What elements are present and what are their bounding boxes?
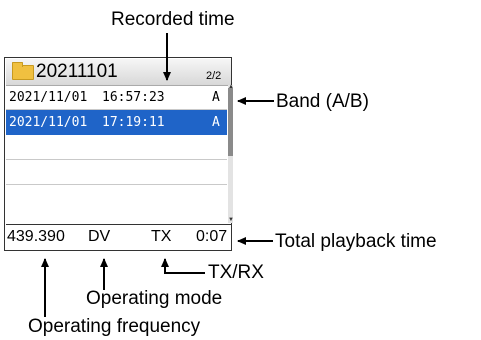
status-footer: 439.390 DV TX 0:07 xyxy=(6,224,231,250)
list-item[interactable]: 2021/11/01 16:57:23 A xyxy=(6,85,227,110)
folder-icon xyxy=(12,62,34,80)
label-txrx: TX/RX xyxy=(208,262,264,283)
operating-mode: DV xyxy=(88,228,111,245)
record-date: 2021/11/01 xyxy=(9,90,88,105)
playback-time: 0:07 xyxy=(196,228,228,245)
label-total-playback-time: Total playback time xyxy=(275,231,437,252)
scroll-up-icon[interactable]: ▲ xyxy=(228,84,234,90)
page-indicator: 2/2 xyxy=(206,70,222,82)
record-time: 16:57:23 xyxy=(102,90,165,105)
operating-frequency: 439.390 xyxy=(7,228,65,245)
txrx-status: TX xyxy=(151,228,172,245)
label-recorded-time: Recorded time xyxy=(111,9,235,30)
list-item-selected[interactable]: 2021/11/01 17:19:11 A xyxy=(6,110,227,135)
record-band: A xyxy=(212,115,220,130)
recorder-screen: 20211101 2/2 2021/11/01 16:57:23 A 2021/… xyxy=(4,57,234,251)
label-operating-frequency: Operating frequency xyxy=(28,316,201,337)
record-date: 2021/11/01 xyxy=(9,115,88,130)
record-time: 17:19:11 xyxy=(102,115,165,130)
arrow-txrx xyxy=(161,258,205,274)
folder-name: 20211101 xyxy=(36,61,118,82)
scroll-down-icon[interactable]: ▼ xyxy=(228,217,234,223)
empty-row xyxy=(6,135,227,160)
record-band: A xyxy=(212,90,220,105)
scrollbar-thumb[interactable] xyxy=(228,88,233,156)
folder-header: 20211101 2/2 xyxy=(6,59,231,86)
label-band: Band (A/B) xyxy=(276,91,369,112)
empty-row xyxy=(6,160,227,185)
label-operating-mode: Operating mode xyxy=(86,288,223,309)
